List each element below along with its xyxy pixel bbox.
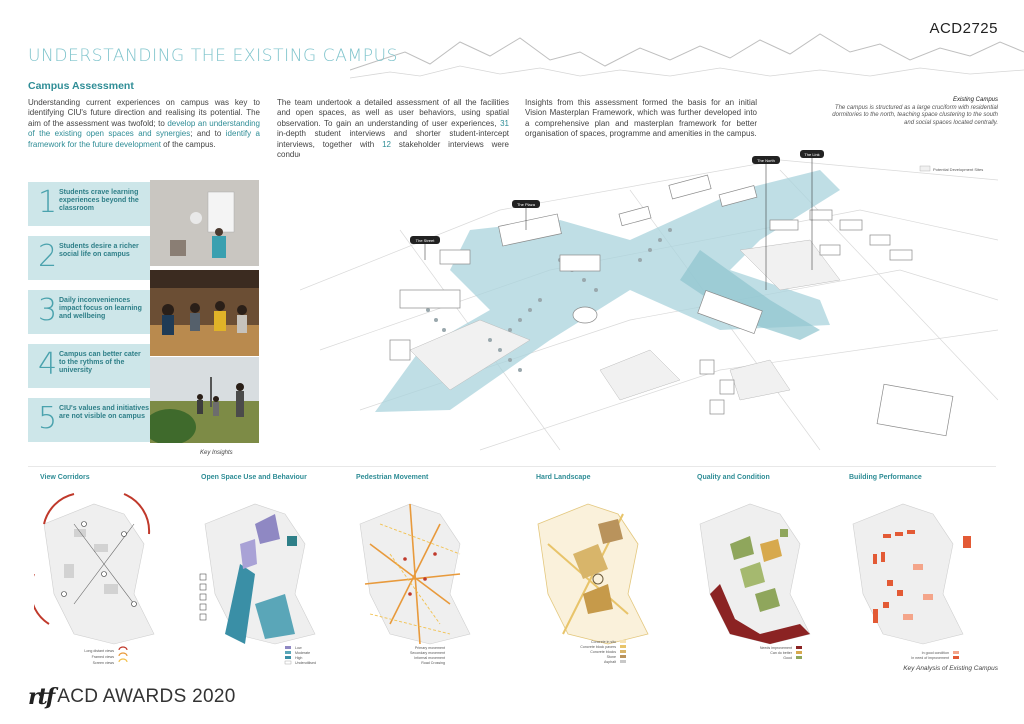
text-run: The team undertook a detailed assessment…: [277, 98, 509, 128]
existing-campus-caption: Existing Campus The campus is structured…: [828, 97, 998, 127]
highlight-number: 31: [500, 118, 509, 128]
project-code: ACD2725: [929, 20, 998, 37]
insight-text: Students desire a richer social life on …: [59, 243, 139, 258]
text-run: of the campus.: [160, 139, 216, 149]
insight-number: 4: [38, 347, 58, 382]
awards-name: ACD AWARDS 2020: [57, 686, 236, 707]
svg-text:Long distant views: Long distant views: [84, 649, 114, 653]
acd-awards-logo: rtf ACD AWARDS 2020: [28, 682, 236, 712]
text-run: ; and to: [190, 129, 226, 139]
highlight-text: develop an understanding of the existing…: [28, 118, 260, 139]
insight-text: CIU's values and initiatives are not vis…: [59, 405, 149, 420]
svg-text:Secondary movement: Secondary movement: [410, 651, 445, 655]
campus-masterplan-axonometric: The Street The Plaza The North The Link …: [300, 150, 998, 460]
svg-text:Stone: Stone: [607, 655, 616, 659]
diagram-title-building-performance: Building Performance: [849, 474, 922, 481]
label-the-link: The Link: [804, 152, 819, 157]
page-title: UNDERSTANDING THE EXISTING CAMPUS: [28, 46, 399, 66]
mountain-skyline-graphic: [350, 33, 1024, 79]
svg-text:Good: Good: [783, 656, 792, 660]
insight-text: Students crave learning experiences beyo…: [59, 189, 139, 212]
svg-text:Primary movement: Primary movement: [415, 646, 445, 650]
plan-legend: Potential Development Sites: [933, 167, 983, 172]
svg-text:Low: Low: [295, 646, 302, 650]
assessment-paragraph-1: Understanding current experiences on cam…: [28, 98, 260, 150]
insight-card-2: 2 Students desire a richer social life o…: [28, 236, 150, 280]
caption-text: The campus is structured as a large cruc…: [832, 104, 998, 126]
insight-card-5: 5 CIU's values and initiatives are not v…: [28, 398, 150, 442]
label-the-plaza: The Plaza: [517, 202, 536, 207]
insight-card-1: 1 Students crave learning experiences be…: [28, 182, 150, 226]
diagram-title-quality: Quality and Condition: [697, 474, 770, 481]
text-run: in-depth student interviews and shorter …: [277, 129, 509, 149]
assessment-paragraph-3: Insights from this assessment formed the…: [525, 98, 757, 139]
highlight-text: identify a framework for the future deve…: [28, 129, 260, 149]
photo-students-whiteboard: [150, 180, 259, 266]
diagram-title-hard-landscape: Hard Landscape: [536, 474, 591, 481]
photo-students-outdoors: [150, 357, 259, 443]
diagram-title-pedestrian: Pedestrian Movement: [356, 474, 429, 481]
label-the-street: The Street: [416, 238, 436, 243]
photo-students-gathering: [150, 270, 259, 356]
svg-text:Screen views: Screen views: [93, 661, 115, 665]
label-the-north: The North: [757, 158, 775, 163]
svg-text:Informal movement: Informal movement: [414, 656, 445, 660]
svg-text:In need of improvement: In need of improvement: [911, 656, 949, 660]
svg-text:High: High: [295, 656, 302, 660]
diagram-open-space-use: Low Moderate High Underutilised: [199, 503, 316, 665]
text-run: Understanding current experiences on cam…: [28, 98, 260, 128]
svg-text:Concrete blocks: Concrete blocks: [590, 650, 616, 654]
diagram-quality-condition: Needs improvement Can do better Good: [699, 503, 811, 660]
svg-text:Needs improvement: Needs improvement: [760, 646, 792, 650]
insight-number: 3: [38, 293, 58, 328]
diagram-view-corridors: Long distant views Framed views Screen v…: [34, 493, 155, 665]
diagram-title-view-corridors: View Corridors: [40, 474, 90, 481]
insight-number: 1: [38, 185, 58, 220]
diagram-hard-landscape: Concrete in situ Concrete block pavers C…: [537, 503, 649, 664]
key-analysis-caption: Key Analysis of Existing Campus: [903, 665, 998, 672]
insight-text: Campus can better cater to the rythms of…: [59, 351, 141, 374]
svg-text:Asphalt: Asphalt: [604, 660, 616, 664]
plan-labels: [410, 150, 824, 290]
insight-card-3: 3 Daily inconveniences impact focus on l…: [28, 290, 150, 334]
rtf-logo-mark: rtf: [28, 684, 55, 710]
section-divider: [28, 466, 996, 467]
svg-text:Underutilised: Underutilised: [295, 661, 316, 665]
svg-text:In good condition: In good condition: [922, 651, 949, 655]
svg-text:Concrete in situ: Concrete in situ: [591, 640, 616, 644]
diagram-title-open-space: Open Space Use and Behaviour: [201, 474, 307, 481]
svg-text:Road Crossing: Road Crossing: [421, 661, 445, 665]
insight-number: 5: [38, 401, 58, 436]
insight-number: 2: [38, 239, 58, 274]
section-heading: Campus Assessment: [28, 80, 134, 92]
svg-text:Moderate: Moderate: [295, 651, 310, 655]
svg-text:Can do better: Can do better: [770, 651, 793, 655]
svg-text:Concrete block pavers: Concrete block pavers: [580, 645, 616, 649]
diagram-building-performance: In good condition In need of improvement: [852, 503, 971, 660]
diagram-pedestrian-movement: Primary movement Secondary movement Info…: [359, 503, 471, 665]
svg-text:Framed views: Framed views: [92, 655, 115, 659]
insight-text: Daily inconveniences impact focus on lea…: [59, 297, 142, 320]
caption-title: Existing Campus: [952, 97, 998, 103]
insight-card-4: 4 Campus can better cater to the rythms …: [28, 344, 150, 388]
key-insights-caption: Key Insights: [200, 450, 233, 456]
highlight-number: 12: [382, 139, 391, 149]
